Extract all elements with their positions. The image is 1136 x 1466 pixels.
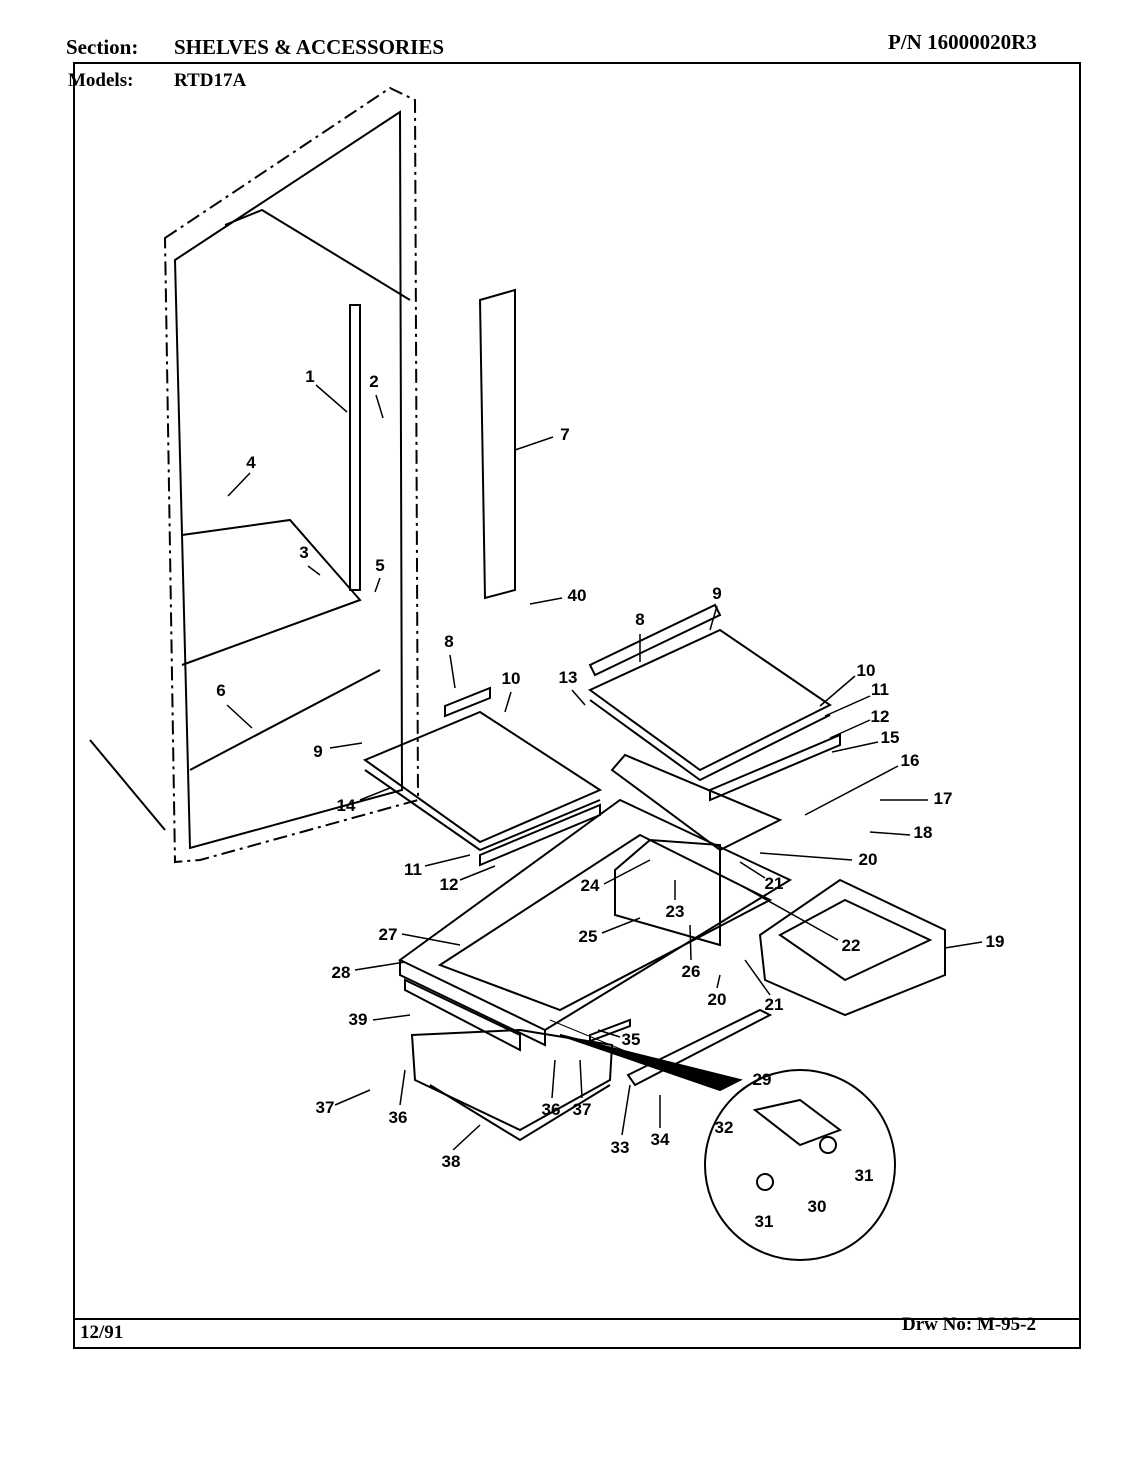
callout-label: 39 [348, 1010, 368, 1029]
callout-label: 36 [541, 1100, 561, 1119]
callout-label: 35 [621, 1030, 641, 1049]
callout-label: 26 [681, 962, 701, 981]
drawing-date: 12/91 [80, 1322, 124, 1343]
callout-label: 34 [650, 1130, 670, 1149]
callout-label: 19 [985, 932, 1005, 951]
callout-label: 31 [854, 1166, 874, 1185]
callout-label: 24 [580, 876, 600, 895]
callout-label: 8 [444, 632, 454, 651]
part-number: P/N 16000020R3 [888, 30, 1037, 54]
callout-label: 14 [336, 796, 356, 815]
callout-label: 2 [369, 372, 379, 391]
callout-label: 23 [665, 902, 685, 921]
callout-label: 13 [558, 668, 578, 687]
models-label: Models: [68, 70, 134, 91]
callout-label: 15 [880, 728, 900, 747]
callout-label: 22 [841, 936, 861, 955]
callout-label: 20 [858, 850, 878, 869]
callout-label: 18 [913, 823, 933, 842]
section-label: Section: [66, 35, 139, 59]
callout-label: 28 [331, 963, 351, 982]
callout-label: 21 [764, 874, 784, 893]
callout-label: 7 [560, 425, 570, 444]
callout-label: 8 [635, 610, 645, 629]
callout-label: 10 [856, 661, 876, 680]
callout-label: 36 [388, 1108, 408, 1127]
callout-label: 6 [216, 681, 226, 700]
callout-label: 9 [313, 742, 323, 761]
callout-label: 31 [754, 1212, 774, 1231]
callout-label: 38 [441, 1152, 461, 1171]
callout-label: 17 [933, 789, 953, 808]
callout-label: 21 [764, 995, 784, 1014]
callout-label: 27 [378, 925, 398, 944]
footer-divider [73, 1318, 1081, 1320]
callout-label: 3 [299, 543, 309, 562]
callout-label: 11 [404, 860, 422, 879]
callout-label: 4 [246, 453, 256, 472]
callout-label: 12 [439, 875, 459, 894]
callout-label: 11 [871, 680, 889, 699]
callout-label: 20 [707, 990, 727, 1009]
drawing-frame [73, 62, 1081, 1349]
callout-label: 29 [752, 1070, 772, 1089]
callout-label: 10 [501, 669, 521, 688]
callout-label: 12 [870, 707, 890, 726]
callout-label: 25 [578, 927, 598, 946]
callout-label: 5 [375, 556, 385, 575]
callout-label: 9 [712, 584, 722, 603]
callout-label: 16 [900, 751, 920, 770]
callout-label: 33 [610, 1138, 630, 1157]
callout-label: 40 [567, 586, 587, 605]
models-value: RTD17A [174, 70, 247, 91]
drawing-number: Drw No: M-95-2 [902, 1314, 1037, 1335]
callout-label: 37 [315, 1098, 335, 1117]
callout-label: 1 [305, 367, 315, 386]
section-value: SHELVES & ACCESSORIES [174, 35, 445, 59]
callout-label: 37 [572, 1100, 592, 1119]
callout-label: 32 [714, 1118, 734, 1137]
callout-label: 30 [807, 1197, 827, 1216]
